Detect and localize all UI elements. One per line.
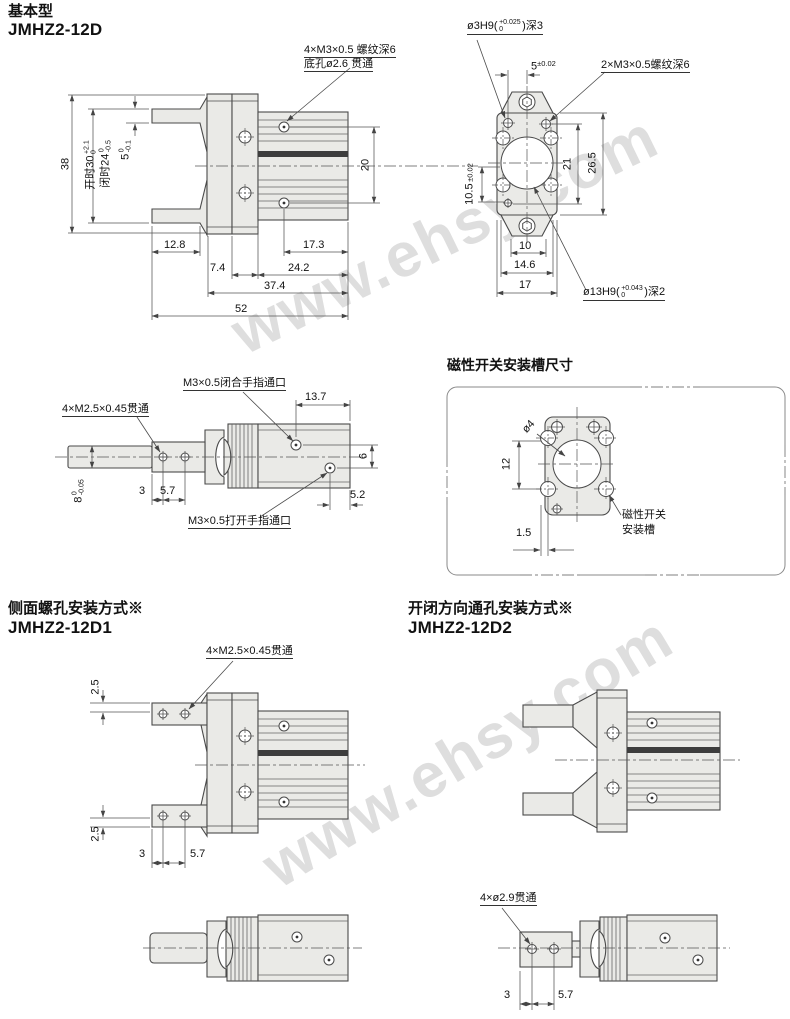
dim-d1-3: 3	[139, 848, 146, 860]
dim-12-8: 12.8	[164, 239, 186, 251]
dim-17: 17	[519, 279, 532, 291]
callout-2xm3-thread: 2×M3×0.5螺纹深6	[601, 59, 690, 73]
dim-20: 20	[359, 158, 372, 172]
view-d2-side	[498, 907, 730, 1010]
dim-38: 38	[59, 157, 72, 171]
dim-17-3: 17.3	[303, 239, 325, 251]
dim-12: 12	[500, 457, 513, 471]
view-basic-side	[55, 391, 378, 518]
view-basic-front	[68, 67, 478, 320]
dim-6: 6	[357, 452, 370, 460]
dim-37-4: 37.4	[264, 280, 286, 292]
dim-10: 10	[519, 240, 532, 252]
dim-d2-3: 3	[504, 989, 511, 1001]
dim-2-5-top: 2.5	[89, 679, 102, 695]
section-basic-model: JMHZ2-12D	[8, 20, 103, 39]
view-d1-front	[90, 660, 365, 868]
callout-d2-holes: 4×ø2.9贯通	[480, 892, 537, 906]
callout-close-port: M3×0.5闭合手指通口	[183, 377, 286, 391]
section-through-title: 开闭方向通孔安装方式※	[408, 600, 574, 617]
dim-26-5: 26.5	[586, 152, 599, 174]
view-switch-slot	[445, 385, 787, 577]
dim-5-7: 5.7	[160, 485, 176, 497]
callout-d1-thread: 4×M2.5×0.45贯通	[206, 645, 293, 659]
dim-2-5-bottom: 2.5	[89, 826, 102, 842]
callout-4xm25-thread: 4×M2.5×0.45贯通	[62, 403, 149, 417]
dim-5-002: 5±0.02	[531, 59, 556, 73]
dim-13-7: 13.7	[305, 391, 327, 403]
callout-4xm3-thread: 4×M3×0.5 螺纹深6	[304, 44, 396, 58]
callout-open-port: M3×0.5打开手指通口	[188, 515, 291, 529]
section-side-model: JMHZ2-12D1	[8, 618, 113, 637]
view-basic-face	[476, 39, 607, 297]
dim-52: 52	[235, 303, 248, 315]
section-through-model: JMHZ2-12D2	[408, 618, 513, 637]
dim-24-2: 24.2	[288, 262, 310, 274]
section-basic-title: 基本型	[8, 3, 54, 20]
label-switch-slot-line2: 安装槽	[622, 524, 655, 536]
dim-d1-5-7: 5.7	[190, 848, 206, 860]
dim-5-2: 5.2	[350, 489, 366, 501]
section-switch-title: 磁性开关安装槽尺寸	[447, 357, 573, 373]
section-side-title: 侧面螺孔安装方式※	[8, 600, 144, 617]
dim-21: 21	[561, 157, 574, 171]
view-d1-side	[143, 914, 362, 982]
callout-4xm3-pilot-hole: 底孔ø2.6 贯通	[304, 58, 374, 72]
dim-d2-5-7: 5.7	[558, 989, 574, 1001]
dim-10-5-002: 10.5±0.02	[463, 163, 476, 205]
dim-7-4: 7.4	[210, 262, 226, 274]
dim-14-6: 14.6	[514, 259, 536, 271]
label-switch-slot-line1: 磁性开关	[622, 509, 666, 521]
dim-3: 3	[139, 485, 146, 497]
dim-1-5: 1.5	[516, 527, 532, 539]
view-d2-front	[522, 689, 740, 833]
